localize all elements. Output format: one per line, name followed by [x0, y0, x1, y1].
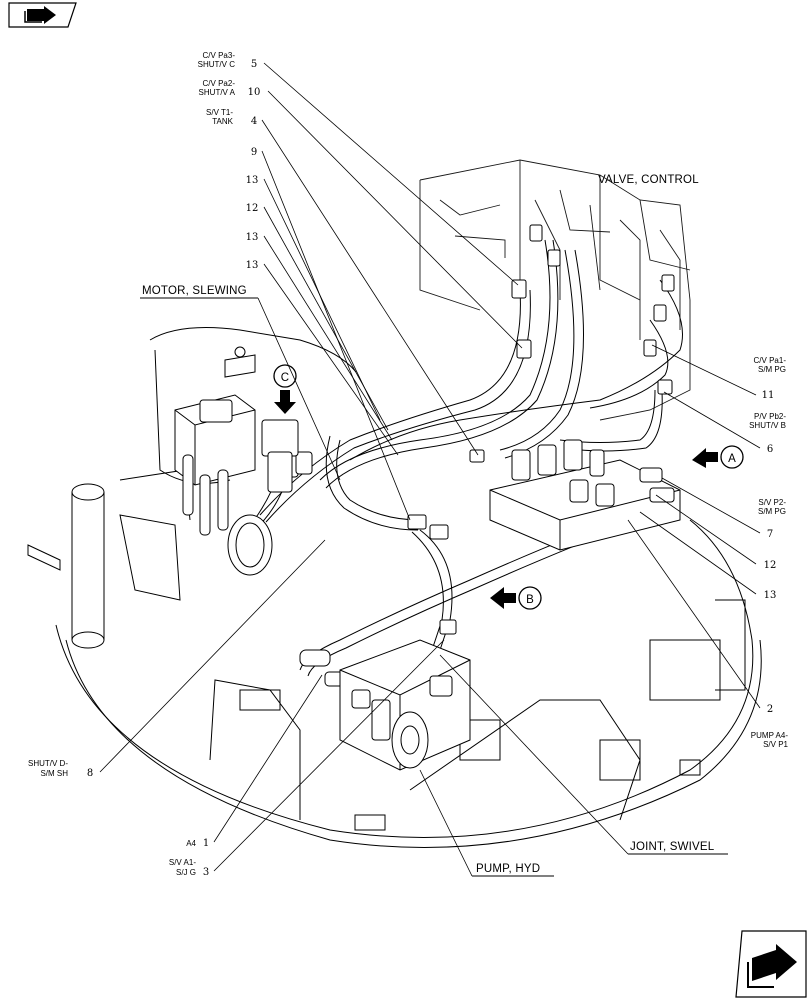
svg-text:4: 4: [251, 116, 257, 127]
callout-5: C/V Pa3- SHUT/V C 5: [198, 51, 519, 286]
callout-8: SHUT/V D- S/M SH 8: [28, 539, 326, 779]
svg-text:11: 11: [762, 390, 775, 401]
svg-text:S/M PG: S/M PG: [758, 365, 786, 374]
callout-6: P/V Pb2- SHUT/V B 6: [663, 391, 786, 455]
label-joint-swivel: JOINT, SWIVEL: [439, 654, 728, 855]
svg-text:PUMP, HYD: PUMP, HYD: [476, 863, 540, 875]
svg-text:2: 2: [767, 704, 773, 715]
svg-text:13: 13: [764, 590, 777, 601]
callout-9: 9: [251, 147, 411, 521]
label-motor-slewing: MOTOR, SLEWING: [140, 285, 341, 481]
svg-text:9: 9: [251, 147, 257, 158]
svg-text:SHUT/V B: SHUT/V B: [749, 421, 786, 430]
svg-text:10: 10: [248, 87, 261, 98]
svg-text:P/V Pb2-: P/V Pb2-: [754, 412, 786, 421]
page-forward-arrow-icon[interactable]: [735, 930, 807, 998]
svg-text:S/V P1: S/V P1: [763, 740, 788, 749]
svg-text:3: 3: [203, 867, 209, 878]
svg-text:8: 8: [87, 768, 93, 779]
callout-13-a: 13: [246, 175, 381, 421]
svg-text:TANK: TANK: [212, 117, 233, 126]
svg-text:13: 13: [246, 175, 259, 186]
callout-13-b: 13: [246, 232, 393, 441]
svg-text:S/J G: S/J G: [176, 868, 196, 877]
slewing-motor: [174, 346, 299, 576]
svg-text:S/V P2-: S/V P2-: [758, 498, 786, 507]
svg-text:7: 7: [767, 529, 773, 540]
svg-text:6: 6: [767, 444, 773, 455]
callout-12-a: 12: [246, 203, 389, 431]
svg-text:SHUT/V C: SHUT/V C: [198, 60, 236, 69]
callout-1: A4 1: [186, 674, 323, 849]
svg-text:12: 12: [246, 203, 259, 214]
svg-text:5: 5: [251, 59, 257, 70]
page-back-arrow-icon[interactable]: [8, 2, 77, 28]
label-pump-hyd: PUMP, HYD: [419, 769, 554, 877]
svg-text:MOTOR, SLEWING: MOTOR, SLEWING: [142, 285, 247, 297]
callout-13-c: 13: [246, 260, 399, 456]
svg-text:VALVE, CONTROL: VALVE, CONTROL: [598, 174, 699, 186]
svg-text:S/V A1-: S/V A1-: [169, 858, 196, 867]
callout-3: S/V A1- S/J G 3: [169, 639, 445, 878]
callout-10: C/V Pa2- SHUT/V A 10: [199, 79, 523, 349]
svg-text:C/V Pa3-: C/V Pa3-: [203, 51, 236, 60]
svg-text:1: 1: [203, 838, 209, 849]
hose-fittings: [281, 224, 675, 687]
control-valve-body: [419, 159, 691, 421]
callout-13-d: 13: [639, 511, 777, 601]
svg-text:13: 13: [246, 260, 259, 271]
callout-2: 2 PUMP A4- S/V P1: [627, 519, 789, 749]
svg-text:SHUT/V A: SHUT/V A: [199, 88, 236, 97]
view-marker-a[interactable]: A: [692, 445, 744, 469]
svg-text:13: 13: [246, 232, 259, 243]
callout-11: C/V Pa1- S/M PG 11: [651, 344, 787, 401]
svg-text:S/V T1-: S/V T1-: [206, 108, 233, 117]
svg-text:A: A: [728, 453, 736, 465]
svg-text:S/M PG: S/M PG: [758, 507, 786, 516]
svg-text:C: C: [281, 372, 290, 384]
svg-text:S/M SH: S/M SH: [40, 769, 68, 778]
svg-text:B: B: [526, 594, 534, 606]
callout-12-b: 12: [655, 494, 777, 571]
callout-4: S/V T1- TANK 4: [206, 108, 479, 456]
label-valve-control: VALVE, CONTROL: [598, 174, 699, 186]
svg-text:JOINT, SWIVEL: JOINT, SWIVEL: [630, 841, 715, 853]
svg-text:C/V Pa2-: C/V Pa2-: [203, 79, 236, 88]
svg-text:12: 12: [764, 560, 777, 571]
callout-7: S/V P2- S/M PG 7: [661, 477, 786, 540]
svg-text:PUMP A4-: PUMP A4-: [751, 731, 789, 740]
svg-text:SHUT/V D-: SHUT/V D-: [28, 759, 68, 768]
view-marker-b[interactable]: B: [490, 586, 542, 610]
swivel-joint-block: [489, 439, 681, 551]
hydraulic-pump: [339, 639, 471, 771]
svg-text:C/V Pa1-: C/V Pa1-: [754, 356, 787, 365]
view-marker-c[interactable]: C: [273, 364, 297, 414]
support-post: [27, 483, 105, 649]
upper-frame: [55, 327, 762, 848]
svg-text:A4: A4: [186, 839, 196, 848]
